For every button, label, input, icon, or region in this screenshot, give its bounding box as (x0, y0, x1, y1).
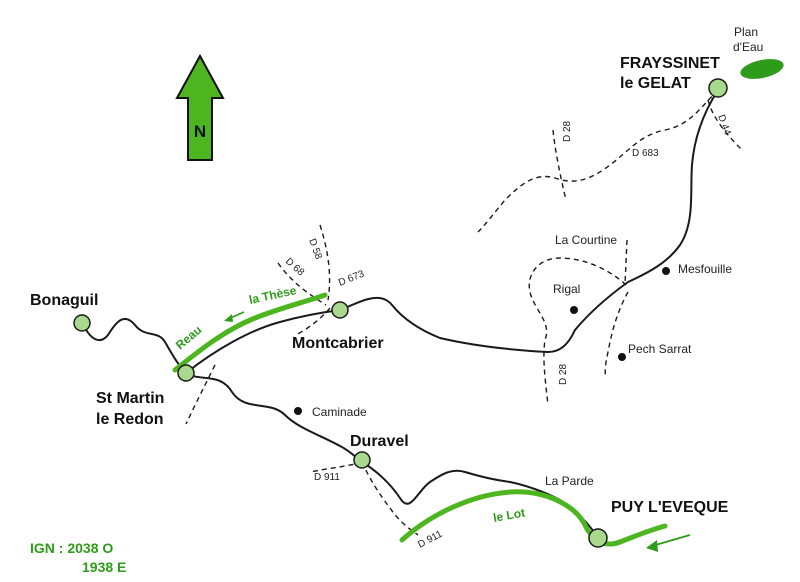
dot-caminade (294, 407, 302, 415)
label-mesfouille: Mesfouille (678, 262, 732, 276)
town-markers (73, 78, 728, 548)
label-d44: D 44 (715, 113, 733, 137)
label-d28-bottom: D 28 (558, 363, 569, 385)
label-bonaguil: Bonaguil (30, 292, 98, 309)
label-pech-sarrat: Pech Sarrat (628, 342, 692, 356)
road-d911-south (361, 461, 419, 536)
road-bonaguil-stmartin (81, 318, 187, 374)
label-caminade: Caminade (312, 405, 367, 419)
road-rigal-loop (528, 257, 627, 406)
road-d683 (477, 89, 719, 233)
label-d28-top: D 28 (562, 120, 573, 142)
marker-stmartin (177, 364, 195, 382)
label-puy: PUY L'EVEQUE (611, 499, 729, 516)
road-montcabrier-d683 (339, 89, 719, 353)
marker-frayssinet (708, 78, 728, 98)
river-lot-arrow-icon (646, 534, 691, 552)
road-la-courtine (624, 239, 628, 286)
label-stmartin-2: le Redon (96, 411, 164, 428)
label-d673: D 673 (337, 268, 366, 288)
marker-bonaguil (73, 314, 91, 332)
dot-rigal (570, 306, 578, 314)
road-d68 (277, 262, 327, 306)
river-these (172, 292, 328, 373)
ign-line-2: 1938 E (82, 559, 126, 575)
marker-montcabrier (331, 301, 349, 319)
label-river-lot: le Lot (492, 506, 526, 525)
river-lot (399, 489, 668, 547)
dot-mesfouille (662, 267, 670, 275)
label-deau: d'Eau (733, 40, 763, 54)
label-frayssinet-1: FRAYSSINET (620, 55, 720, 72)
road-d58 (319, 224, 331, 301)
label-d911-left: D 911 (314, 472, 340, 483)
label-d683: D 683 (632, 148, 659, 159)
label-frayssinet-2: le GELAT (620, 75, 691, 92)
label-duravel: Duravel (350, 433, 409, 450)
label-d58: D 58 (306, 237, 324, 261)
label-plan: Plan (734, 25, 758, 39)
road-stmartin-puy (185, 372, 599, 539)
village-dots (294, 267, 670, 415)
marker-puy (588, 528, 608, 548)
road-stmartin-montcabrier (185, 309, 341, 374)
main-roads (81, 89, 719, 539)
north-arrow-icon: N (175, 53, 225, 161)
marker-duravel (353, 451, 371, 469)
north-label: N (194, 122, 206, 141)
rivers (172, 292, 668, 547)
label-la-courtine: La Courtine (555, 233, 617, 247)
ign-line-1: IGN : 2038 O (30, 540, 113, 556)
road-pech-sarrat (604, 291, 629, 379)
river-these-arrow-icon (224, 311, 245, 322)
label-la-parde: La Parde (545, 474, 594, 488)
label-d68: D 68 (283, 256, 306, 279)
lake-shape (740, 59, 784, 79)
label-montcabrier: Montcabrier (292, 335, 384, 352)
label-stmartin-1: St Martin (96, 390, 164, 407)
label-rigal: Rigal (553, 282, 580, 296)
dot-pech-sarrat (618, 353, 626, 361)
label-d911-bottom: D 911 (416, 529, 444, 551)
road-d28-north (552, 129, 567, 201)
